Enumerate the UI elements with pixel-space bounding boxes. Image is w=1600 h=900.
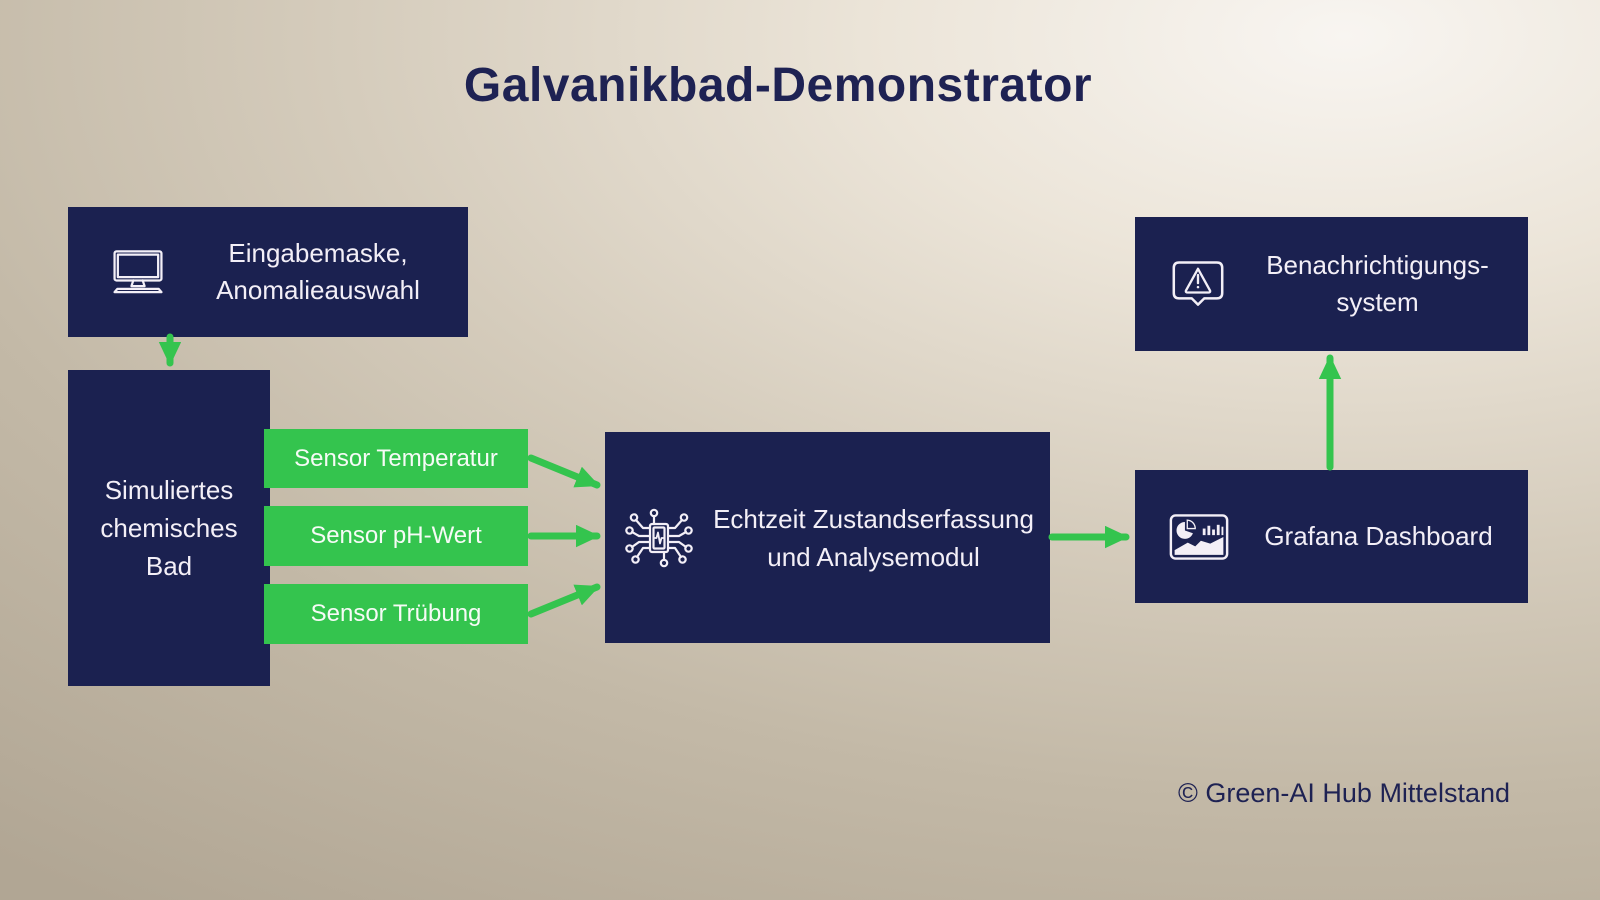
node-sensor-truebung: Sensor Trübung	[264, 584, 528, 644]
copyright-text: © Green-AI Hub Mittelstand	[1177, 778, 1510, 808]
node-eingabemaske-label: Eingabemaske, Anomalieauswahl	[216, 238, 420, 305]
node-sensor-ph-wert: Sensor pH-Wert	[264, 506, 528, 566]
page-title: Galvanikbad-Demonstrator	[463, 59, 1093, 112]
sensor-temperatur-label: Sensor Temperatur	[294, 444, 498, 472]
node-eingabemaske: Eingabemaske, Anomalieauswahl	[68, 207, 468, 337]
sensor-truebung-label: Sensor Trübung	[310, 600, 482, 627]
chip-icon	[621, 500, 697, 576]
alert-icon	[1169, 258, 1227, 310]
node-simuliertes-bad: Simuliertes chemisches Bad	[68, 370, 270, 686]
node-simuliertes-bad-label: Simuliertes chemisches Bad	[100, 475, 238, 581]
node-benachrichtigungssystem: Benachrichtigungs- system	[1135, 217, 1528, 351]
node-sensor-temperatur: Sensor Temperatur	[264, 429, 528, 488]
node-analysemodul: Echtzeit Zustandserfassung und Analysemo…	[605, 432, 1050, 643]
arrow-temperatur-to-analyse	[527, 454, 601, 489]
node-grafana-dashboard: Grafana Dashboard	[1135, 470, 1528, 603]
sensor-ph-wert-label: Sensor pH-Wert	[310, 522, 482, 549]
node-grafana-dashboard-label: Grafana Dashboard	[1264, 521, 1493, 551]
arrow-truebung-to-analyse	[527, 583, 601, 618]
node-benachrichtigungssystem-label: Benachrichtigungs- system	[1266, 250, 1489, 317]
node-analysemodul-label: Echtzeit Zustandserfassung und Analysemo…	[713, 503, 1034, 572]
monitor-icon	[108, 247, 168, 297]
dashboard-icon	[1169, 513, 1229, 561]
